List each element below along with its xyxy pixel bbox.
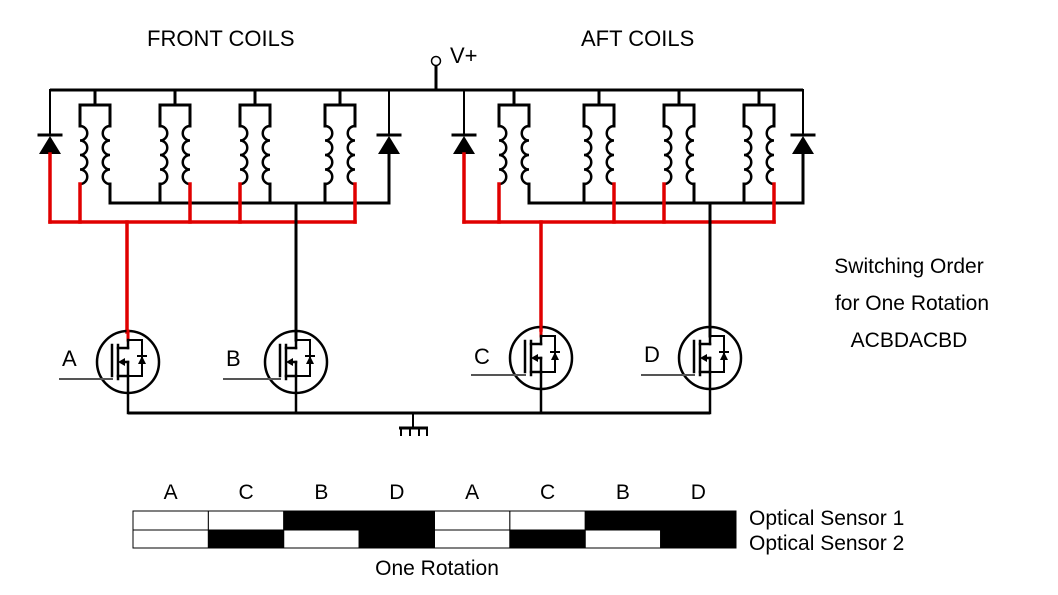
inductor-icon [79, 124, 89, 186]
sensor2-segment [132, 529, 209, 549]
switching-order-sequence: ACBDACBD [851, 329, 968, 352]
sensor1-segment [283, 510, 360, 531]
inductor-icon [239, 124, 249, 186]
flyback-diode-icon [37, 89, 63, 154]
mosfet-d: D [641, 325, 743, 415]
aft-coil-group [451, 88, 816, 332]
inductor-icon [520, 124, 530, 186]
inductor-icon [181, 124, 191, 186]
coil-pair [158, 88, 192, 186]
mosfet-array: A B C D [59, 325, 743, 415]
sensor2-label: Optical Sensor 2 [749, 532, 904, 555]
segment-label: C [540, 481, 555, 504]
coil-pair [662, 88, 696, 186]
sensor1-segment [660, 510, 737, 531]
coil-pair [238, 88, 272, 186]
sensor2-segment [358, 529, 435, 549]
aft-coils-title: AFT COILS [581, 26, 694, 51]
coil-pair [323, 88, 357, 186]
ground-bus [128, 411, 710, 428]
supply-terminal: V+ [430, 43, 478, 90]
segment-label: B [616, 481, 630, 504]
switching-order-line1: Switching Order [834, 255, 983, 278]
flyback-diode-icon [790, 89, 816, 154]
body-diode-icon [720, 352, 728, 360]
coil-pair [742, 88, 776, 186]
inductor-icon [498, 124, 508, 186]
front-coil-group [37, 88, 402, 334]
ground-icon [399, 426, 428, 436]
mosfet-a: A [59, 329, 161, 415]
inductor-icon [324, 124, 334, 186]
sensor2-segment [434, 529, 511, 549]
gate-label-d: D [644, 342, 660, 367]
gate-label-c: C [474, 344, 490, 369]
coil-pair [582, 88, 616, 186]
coil-pair [78, 88, 112, 186]
body-diode-icon [138, 356, 146, 364]
inductor-icon [765, 124, 775, 186]
sensor1-segment [207, 510, 285, 531]
sensor1-segment [434, 510, 511, 531]
body-diode-icon [551, 352, 559, 360]
switching-order-line2: for One Rotation [835, 292, 989, 315]
inductor-icon [159, 124, 169, 186]
sensor1-segment [132, 510, 209, 531]
inductor-icon [346, 124, 356, 186]
inductor-icon [685, 124, 695, 186]
flyback-diode-icon [376, 89, 402, 154]
sensor1-segment [584, 510, 662, 531]
inductor-icon [743, 124, 753, 186]
sensor1-label: Optical Sensor 1 [749, 507, 904, 530]
sensor2-segment [509, 529, 586, 549]
inductor-icon [583, 124, 593, 186]
segment-label: D [389, 481, 404, 504]
flyback-diode-icon [451, 89, 477, 154]
inductor-icon [101, 124, 111, 186]
segment-label: A [465, 481, 479, 504]
body-diode-icon [306, 356, 314, 364]
sensor2-segment [207, 529, 285, 549]
gate-label-a: A [62, 346, 77, 371]
segment-label: C [238, 481, 253, 504]
coil-pair [497, 88, 531, 186]
segment-label: B [314, 481, 328, 504]
gate-label-b: B [226, 346, 241, 371]
sensor2-segment [660, 529, 737, 549]
inductor-icon [605, 124, 615, 186]
sensor1-segment [509, 510, 586, 531]
inductor-icon [663, 124, 673, 186]
front-coils-title: FRONT COILS [147, 26, 295, 51]
inductor-icon [261, 124, 271, 186]
one-rotation-label: One Rotation [375, 557, 499, 580]
supply-label: V+ [450, 43, 478, 68]
sensor2-segment [283, 529, 360, 549]
mosfet-c: C [471, 325, 574, 415]
sensor1-segment [358, 510, 435, 531]
segment-label: A [164, 481, 178, 504]
segment-label: D [691, 481, 706, 504]
mosfet-b: B [223, 329, 329, 415]
sensor2-segment [584, 529, 662, 549]
